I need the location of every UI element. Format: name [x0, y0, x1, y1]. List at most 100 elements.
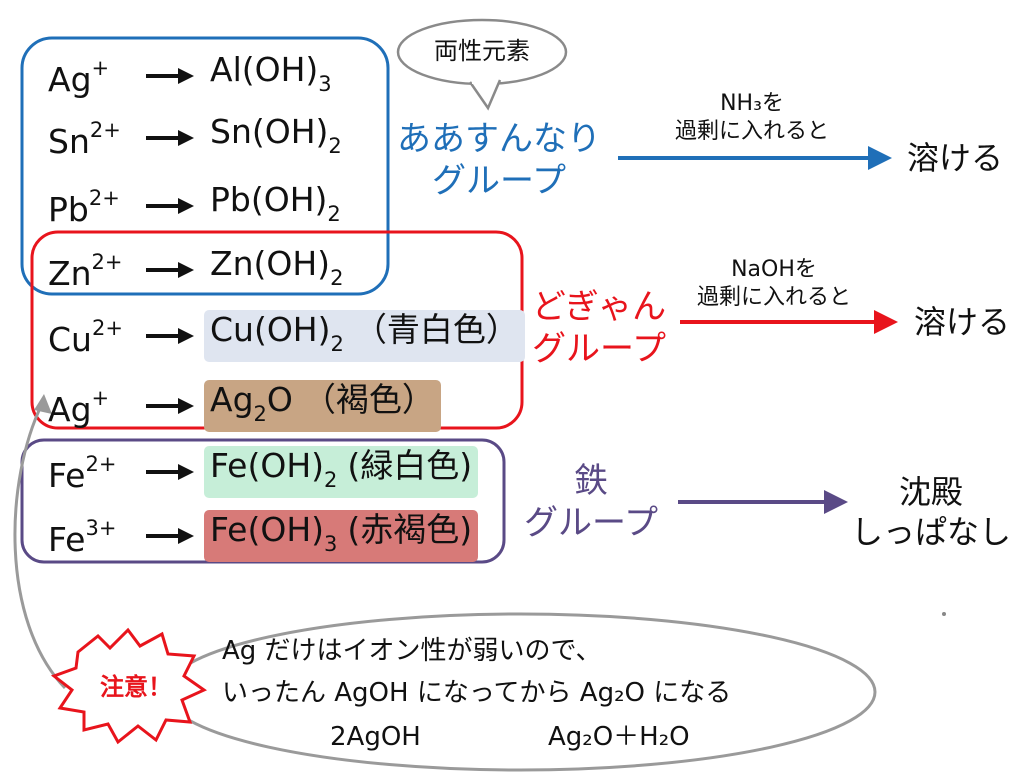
reaction-row: Cu2+ Cu(OH)2 （青白色） [48, 310, 525, 362]
product-color-note: （褐色） [302, 380, 435, 419]
product-formula: Fe(OH)3 (赤褐色) [204, 510, 479, 562]
product-subscript: 2 [328, 133, 342, 158]
caution-eq-right: Ag₂O＋H₂O [548, 722, 690, 752]
blue-group-line1: ああすんなり [397, 119, 601, 159]
reaction-arrow [146, 67, 194, 84]
ion-symbol: Ag [48, 59, 92, 99]
ion-charge: + [91, 385, 110, 410]
blue-group-label: ああすんなり グループ [390, 118, 608, 202]
ion-charge: 2+ [88, 185, 120, 210]
purple-group-line1: 鉄 [574, 461, 608, 501]
caution-line1: Ag だけはイオン性が弱いので、 [222, 636, 602, 666]
product-subscript: 2 [330, 265, 344, 290]
ion-formula: Fe2+ [48, 448, 144, 496]
ion-charge: 2+ [91, 249, 123, 274]
purple-result-line2: しっぱなし [850, 513, 1011, 551]
product-color-note: (緑白色) [347, 446, 473, 485]
product-subscript: 3 [318, 71, 332, 96]
caution-starburst [50, 627, 208, 745]
ion-symbol: Fe [48, 519, 86, 559]
product-subscript: 3 [324, 531, 338, 556]
product-subscript: 2 [324, 467, 338, 492]
product-main: Al(OH) [210, 50, 319, 89]
blue-group-line2: グループ [432, 161, 566, 201]
ion-charge: 3+ [85, 515, 117, 540]
reaction-arrow [146, 527, 194, 544]
ion-charge: 2+ [91, 315, 123, 340]
product-formula: Fe(OH)2 (緑白色) [204, 446, 479, 498]
ion-symbol: Pb [48, 189, 89, 229]
red-reagent-action: 過剰に入れると [696, 285, 851, 310]
red-reagent: NaOHを 過剰に入れると [682, 256, 866, 312]
red-group-line2: グループ [532, 329, 666, 369]
reaction-row: Zn2+ Zn(OH)2 [48, 244, 349, 296]
reaction-row: Ag+Ag2O（褐色） [48, 380, 441, 432]
red-group-label: どぎゃん グループ [524, 286, 674, 370]
ion-formula: Zn2+ [48, 246, 144, 294]
blue-result: 溶ける [906, 139, 1003, 177]
reaction-arrow [146, 197, 194, 214]
reaction-row: Fe2+ Fe(OH)2 (緑白色) [48, 446, 479, 498]
product-main: Ag [210, 380, 254, 419]
purple-result: 沈殿 しっぱなし [846, 472, 1016, 552]
caution-line2: いったん AgOH になってから Ag₂O になる [222, 678, 732, 708]
purple-group-label: 鉄 グループ [516, 460, 666, 544]
ion-formula: Ag+ [48, 52, 144, 100]
product-main: Fe(OH) [210, 510, 325, 549]
reaction-arrow [146, 261, 194, 278]
reaction-arrow [146, 129, 194, 146]
product-formula: Pb(OH)2 [204, 180, 347, 232]
product-main: Cu(OH) [210, 310, 331, 349]
purple-group-line2: グループ [524, 503, 658, 543]
ion-symbol: Zn [48, 253, 92, 293]
ion-charge: 2+ [85, 451, 117, 476]
caution-pointer-arrow [13, 403, 67, 690]
ion-symbol: Fe [48, 455, 86, 495]
dot-mark [942, 612, 946, 616]
product-color-note: （青白色） [353, 310, 519, 349]
ion-charge: + [91, 55, 110, 80]
product-formula: Al(OH)3 [204, 50, 338, 102]
reaction-row: Pb2+ Pb(OH)2 [48, 180, 347, 232]
product-formula: Zn(OH)2 [204, 244, 349, 296]
reaction-arrow [146, 327, 194, 344]
reaction-arrow [146, 397, 194, 414]
product-main: Fe(OH) [210, 446, 325, 485]
product-main: Zn(OH) [210, 244, 331, 283]
product-formula: Sn(OH)2 [204, 112, 348, 164]
blue-reagent-formula: NH₃を [720, 91, 784, 116]
product-formula: Ag2O（褐色） [204, 380, 441, 432]
product-subscript: 2 [327, 201, 341, 226]
reaction-row: Fe3+ Fe(OH)3 (赤褐色) [48, 510, 479, 562]
blue-group-box [20, 36, 390, 296]
bubble-label: 両性元素 [434, 37, 530, 65]
reaction-row: Sn2+ Sn(OH)2 [48, 112, 348, 164]
blue-reagent-action: 過剰に入れると [674, 119, 829, 144]
product-suffix: O [266, 380, 293, 419]
red-reagent-formula: NaOHを [731, 257, 817, 282]
ion-symbol: Ag [48, 389, 92, 429]
ion-symbol: Sn [48, 121, 90, 161]
product-main: Pb(OH) [210, 180, 328, 219]
product-subscript: 2 [330, 331, 344, 356]
product-formula: Cu(OH)2 （青白色） [204, 310, 525, 362]
product-color-note: (赤褐色) [347, 510, 473, 549]
caution-eq-left: 2AgOH [330, 722, 421, 752]
red-group-line1: どぎゃん [531, 287, 667, 327]
product-main: Sn(OH) [210, 112, 329, 151]
speech-bubble-tail [468, 79, 502, 111]
ion-formula: Cu2+ [48, 312, 144, 360]
caution-badge: 注意！ [100, 673, 172, 701]
blue-reagent: NH₃を 過剰に入れると [664, 90, 840, 146]
reaction-row: Ag+ Al(OH)3 [48, 50, 338, 102]
purple-group-box [20, 438, 506, 564]
reaction-arrow [146, 463, 194, 480]
ion-formula: Sn2+ [48, 114, 144, 162]
ion-formula: Ag+ [48, 382, 144, 430]
ion-formula: Pb2+ [48, 182, 144, 230]
red-result: 溶ける [913, 303, 1010, 341]
ion-charge: 2+ [89, 117, 121, 142]
purple-result-line1: 沈殿 [898, 473, 963, 511]
product-subscript: 2 [253, 401, 267, 426]
